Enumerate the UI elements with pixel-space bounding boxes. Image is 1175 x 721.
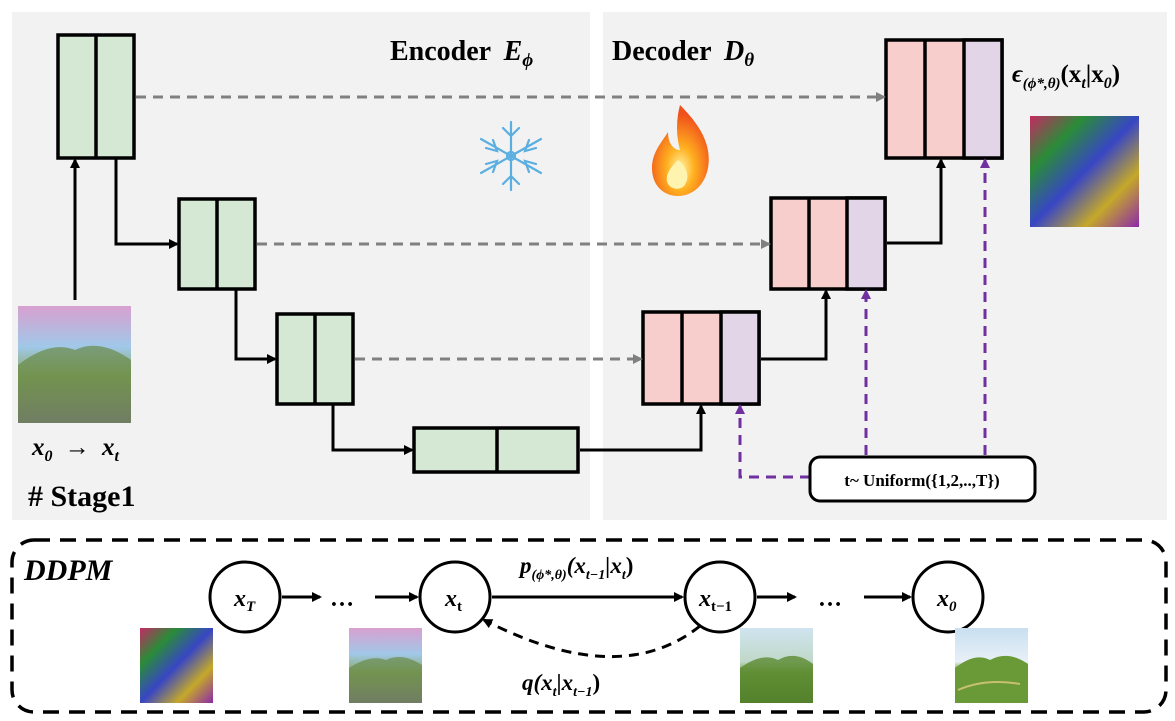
ddpm-image-less-noisy [740,628,813,703]
snowflake-icon [479,120,543,192]
dec1-to-dec2-arrow [761,289,831,361]
ddpm-node-xt-1: xt−1 [683,560,757,634]
ddpm-image-noise [140,628,213,703]
noise-distribution-label: q(xt|xt−1) [522,670,600,700]
encoder-block-1 [56,33,136,160]
enc1-to-enc2-arrow [114,158,179,249]
ddpm-arrows [282,592,912,658]
timestep-sampler-box: t~ Uniform({1,2,..,T}) [808,455,1037,503]
ellipsis-1: … [330,586,354,612]
svg-text:xt−1: xt−1 [698,586,732,615]
denoise-distribution-label: p(ϕ*,θ)(xt−1|xt) [518,553,633,583]
decoder-block-3 [884,38,1004,160]
input-label: x0 → xt [31,434,120,467]
output-noise-label: ϵ(ϕ*,θ)(xt|x0) [1012,61,1120,92]
encoder-title: Encoder Eϕ [390,36,533,71]
flow-arrows [70,158,946,455]
svg-text:xt: xt [444,586,462,615]
bottleneck-block [412,426,580,474]
skip-connections [136,92,886,364]
ddpm-frame [10,538,1168,714]
decoder-title: Decoder Dθ [612,36,754,71]
svg-text:t~ Uniform({1,2,..,T}): t~ Uniform({1,2,..,T}) [844,471,999,490]
ddpm-node-xt: xt [418,560,492,634]
fire-icon [652,105,709,196]
reverse-process-arrow [482,618,701,658]
stage-label: # Stage1 [28,480,136,513]
output-noise-image [1030,116,1139,227]
ddpm-node-xT: xT [208,560,282,634]
ddpm-image-noisy [349,628,422,703]
encoder-block-2 [177,197,257,291]
ddpm-image-clean [955,628,1028,703]
svg-text:x0: x0 [936,586,957,615]
decoder-block-2 [769,196,887,291]
enc3-to-bottleneck-arrow [331,404,414,455]
ellipsis-2: … [818,586,842,612]
bottleneck-to-dec1-arrow [580,404,706,452]
ddpm-node-x0: x0 [911,560,985,634]
dec2-to-dec3-arrow [887,158,946,245]
decoder-block-1 [641,310,761,406]
input-noisy-image [18,306,131,423]
encoder-block-3 [275,312,355,406]
enc2-to-enc3-arrow [234,289,277,364]
time-embedding-arrows [735,158,990,479]
ddpm-title: DDPM [23,554,114,587]
svg-text:xT: xT [233,586,256,615]
